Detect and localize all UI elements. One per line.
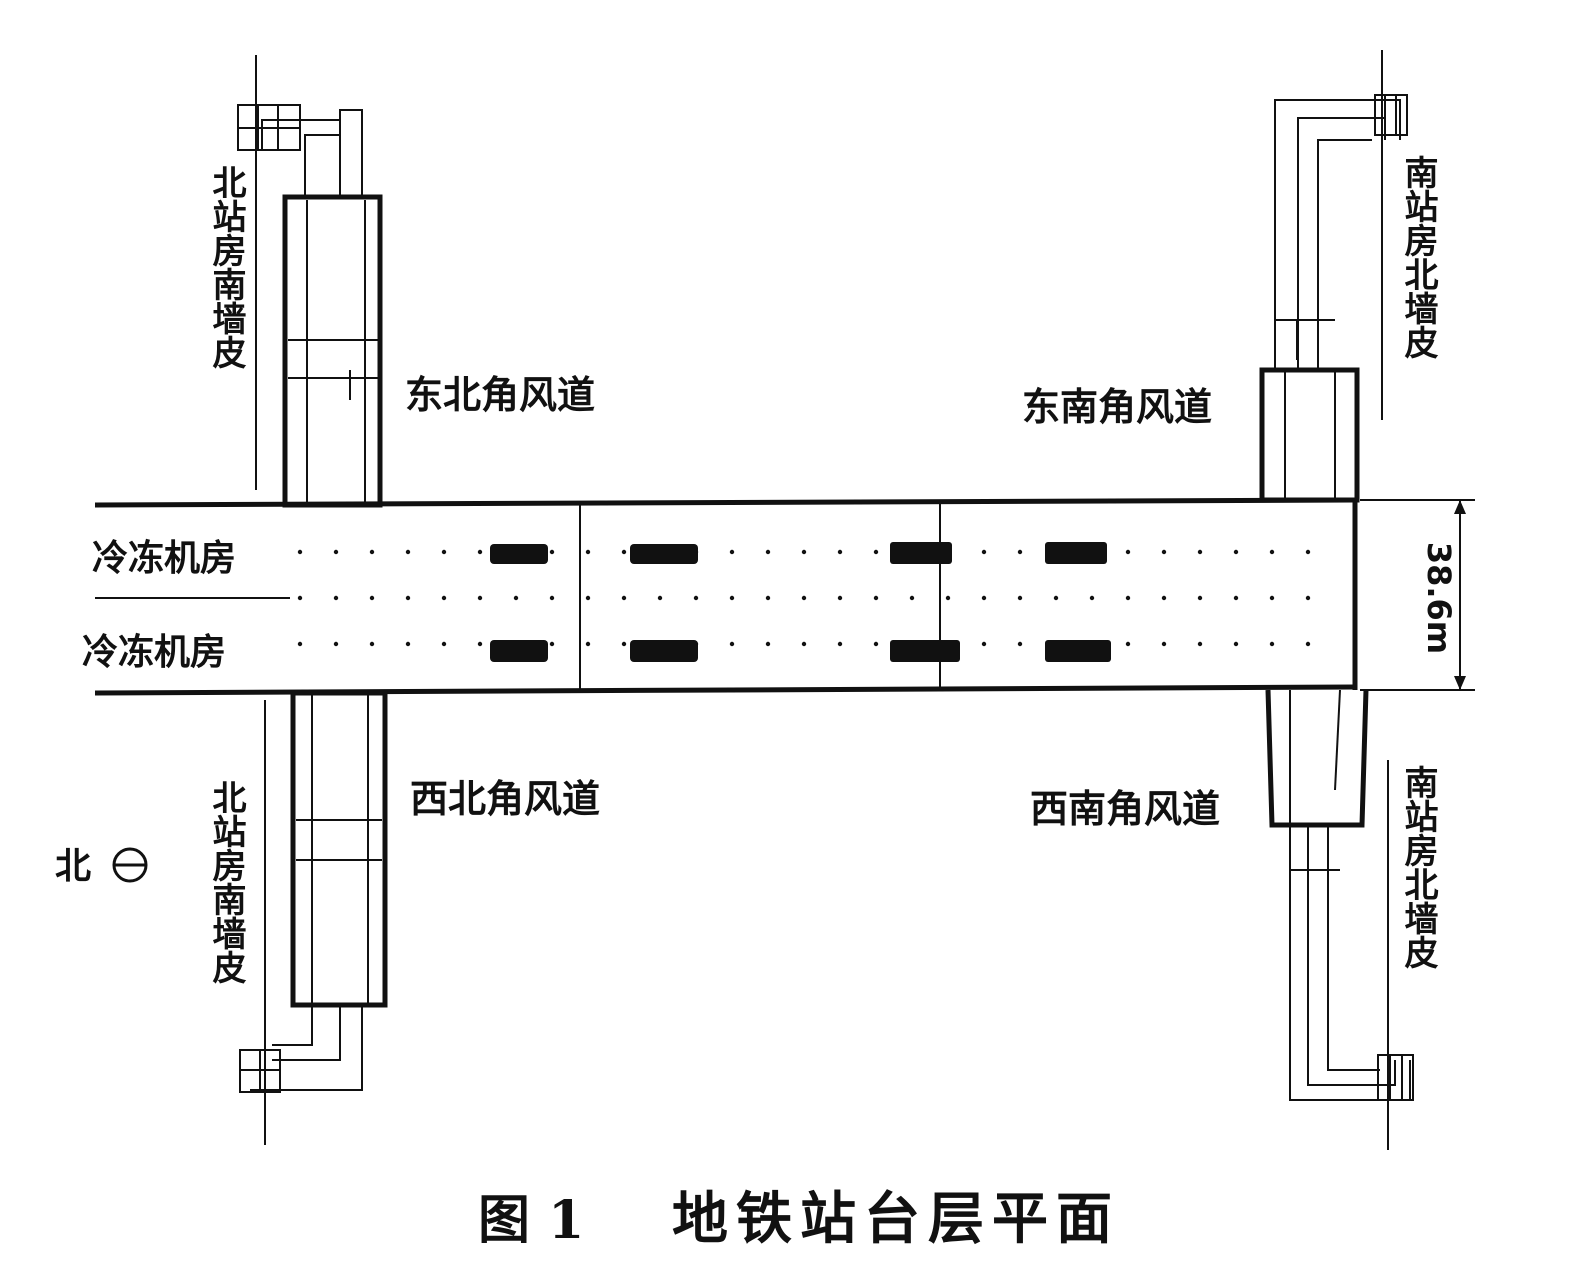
platform-dot <box>1125 641 1131 647</box>
platform-dot <box>549 595 555 601</box>
platform-dot <box>945 595 951 601</box>
platform-dot <box>477 641 483 647</box>
label-se-duct: 东南角风道 <box>1022 385 1212 429</box>
platform-dot <box>1017 595 1023 601</box>
label-north: 北 <box>55 846 91 887</box>
platform-dot <box>909 595 915 601</box>
platform-dot <box>729 641 735 647</box>
platform-dot <box>585 595 591 601</box>
platform-dot <box>1233 595 1239 601</box>
caption-title: 地铁站台层平面 <box>672 1186 1120 1252</box>
platform-dot <box>405 641 411 647</box>
platform-dot <box>549 641 555 647</box>
platform-dot <box>1125 549 1131 555</box>
platform-dot <box>369 641 375 647</box>
platform-dot <box>1233 549 1239 555</box>
label-chiller-room-lower: 冷冻机房 <box>82 632 226 673</box>
platform-dot <box>549 549 555 555</box>
platform-dot <box>1305 595 1311 601</box>
north-marker-symbol <box>112 847 148 883</box>
platform-dot <box>441 549 447 555</box>
platform-hall <box>94 497 1358 696</box>
platform-dot <box>1197 641 1203 647</box>
platform-dot <box>765 641 771 647</box>
platform-dot <box>873 595 879 601</box>
caption-figure-number: 图 1 <box>478 1190 584 1251</box>
platform-dot <box>1161 595 1167 601</box>
label-ne-duct: 东北角风道 <box>405 373 595 417</box>
platform-dot <box>1269 595 1275 601</box>
platform-dot <box>1269 641 1275 647</box>
platform-dot <box>477 549 483 555</box>
label-wall-bottom-right: 南站房北墙皮 <box>1398 765 1438 969</box>
platform-dot <box>297 641 303 647</box>
platform-dot <box>765 549 771 555</box>
sw-air-duct-shaft <box>1265 689 1414 1150</box>
platform-dot <box>801 641 807 647</box>
platform-dot <box>1017 549 1023 555</box>
platform-dot <box>873 549 879 555</box>
platform-dot <box>513 595 519 601</box>
platform-dot <box>801 549 807 555</box>
platform-dot <box>297 549 303 555</box>
platform-dot <box>1197 549 1203 555</box>
platform-dot <box>1161 549 1167 555</box>
platform-dot <box>981 595 987 601</box>
label-wall-top-right: 南站房北墙皮 <box>1398 155 1438 359</box>
label-chiller-room-upper: 冷冻机房 <box>92 538 236 579</box>
nw-air-duct-shaft <box>239 690 388 1145</box>
platform-dot <box>1305 641 1311 647</box>
platform-dot <box>873 641 879 647</box>
platform-dot <box>333 641 339 647</box>
platform-dot <box>585 549 591 555</box>
platform-dot <box>801 595 807 601</box>
platform-dot <box>621 641 627 647</box>
platform-dot <box>585 641 591 647</box>
platform-dot <box>1125 595 1131 601</box>
se-air-duct-shaft <box>1259 50 1408 503</box>
platform-dot <box>765 595 771 601</box>
label-sw-duct: 西南角风道 <box>1030 787 1220 831</box>
platform-dot <box>1017 641 1023 647</box>
platform-dot <box>441 595 447 601</box>
platform-dot <box>1089 595 1095 601</box>
platform-dot <box>405 595 411 601</box>
platform-dot <box>333 549 339 555</box>
platform-dot <box>981 641 987 647</box>
dimension-line <box>1360 499 1475 691</box>
platform-dot <box>657 595 663 601</box>
platform-dot <box>621 595 627 601</box>
platform-dot <box>729 595 735 601</box>
equipment-blocks <box>490 542 1111 662</box>
platform-dot-grid <box>297 549 1311 647</box>
platform-dot <box>1053 595 1059 601</box>
platform-dot <box>1305 549 1311 555</box>
platform-dot <box>981 549 987 555</box>
label-wall-top-left: 北站房南墙皮 <box>206 165 246 369</box>
platform-dot <box>405 549 411 555</box>
platform-dot <box>837 549 843 555</box>
platform-dot <box>837 595 843 601</box>
platform-dot <box>1233 641 1239 647</box>
platform-dot <box>729 549 735 555</box>
platform-dot <box>621 549 627 555</box>
label-wall-bottom-left: 北站房南墙皮 <box>206 780 246 984</box>
label-nw-duct: 西北角风道 <box>410 777 600 821</box>
ne-air-duct-shaft <box>237 55 383 508</box>
platform-dot <box>369 549 375 555</box>
platform-dot <box>837 641 843 647</box>
platform-dot <box>1161 641 1167 647</box>
label-dimension: 38.6m <box>1420 542 1458 654</box>
platform-dot <box>297 595 303 601</box>
platform-dot <box>369 595 375 601</box>
platform-dot <box>477 595 483 601</box>
platform-dot <box>1197 595 1203 601</box>
platform-dot <box>693 595 699 601</box>
platform-dot <box>1269 549 1275 555</box>
platform-dot <box>441 641 447 647</box>
platform-dot <box>333 595 339 601</box>
